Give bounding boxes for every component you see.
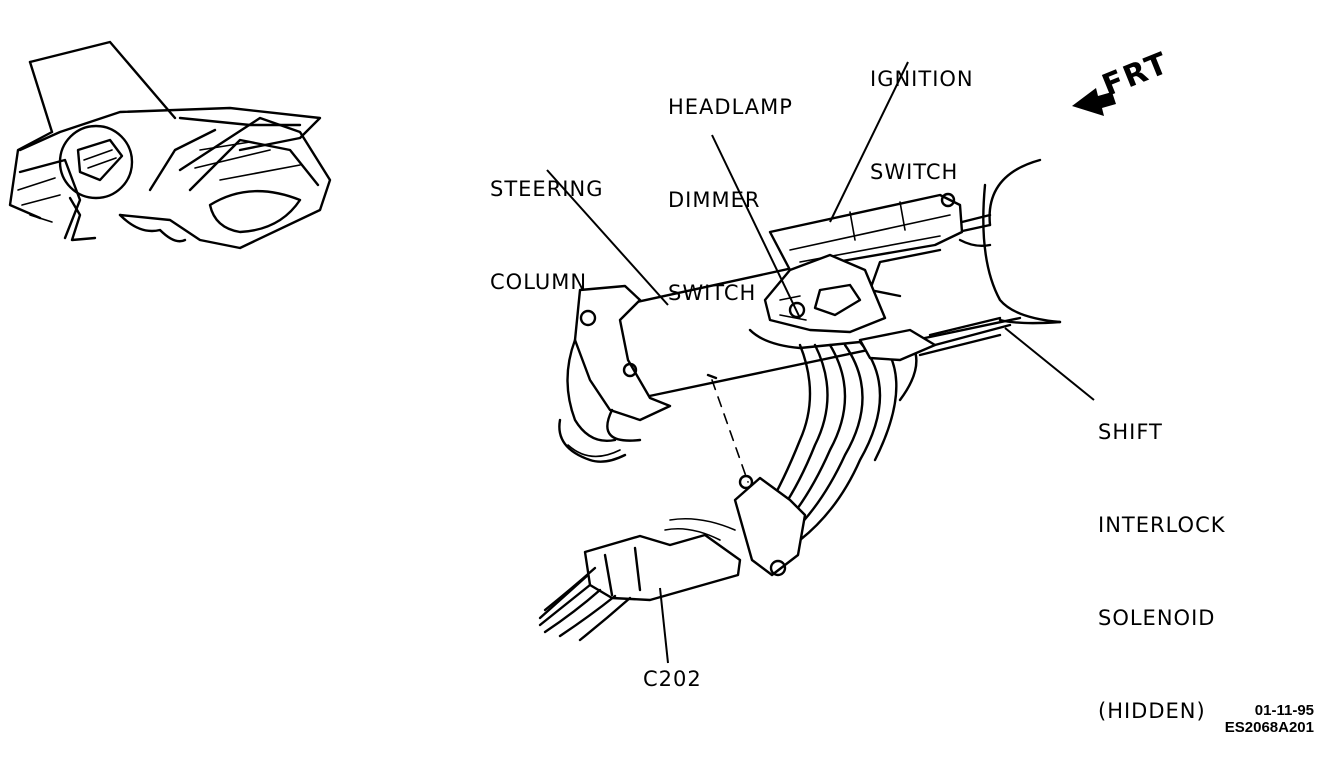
headlamp-dimmer-switch-body bbox=[748, 253, 887, 350]
footer-code: ES2068A201 bbox=[1224, 719, 1314, 736]
leader-c202 bbox=[659, 587, 669, 664]
wiring-harness bbox=[706, 316, 1012, 577]
leader-steering-column bbox=[546, 169, 669, 306]
shift-interlock-solenoid-label: SHIFT INTERLOCK SOLENOID (HIDDEN) bbox=[1098, 355, 1226, 758]
front-direction-arrow-icon bbox=[1072, 88, 1116, 116]
label-line: SHIFT bbox=[1098, 420, 1163, 444]
label-line: (HIDDEN) bbox=[1098, 699, 1206, 723]
vehicle-locator-icon bbox=[8, 40, 332, 250]
label-line: STEERING bbox=[490, 177, 604, 201]
ignition-switch-label: IGNITION SWITCH bbox=[870, 2, 974, 219]
label-line: SWITCH bbox=[870, 160, 959, 184]
leader-ignition-switch bbox=[829, 61, 909, 223]
footer-date: 01-11-95 bbox=[1254, 702, 1314, 719]
headlamp-dimmer-switch-label: HEADLAMP DIMMER SWITCH bbox=[668, 30, 793, 340]
label-line: COLUMN bbox=[490, 270, 588, 294]
label-line: INTERLOCK bbox=[1098, 513, 1226, 537]
c202-connector bbox=[538, 517, 742, 642]
label-line: SWITCH bbox=[668, 281, 757, 305]
c202-label: C202 bbox=[643, 667, 702, 691]
leader-headlamp-dimmer bbox=[711, 134, 801, 319]
label-line: DIMMER bbox=[668, 188, 761, 212]
label-line: SOLENOID bbox=[1098, 606, 1216, 630]
steering-column-label: STEERING COLUMN bbox=[490, 112, 603, 329]
label-line: HEADLAMP bbox=[668, 95, 793, 119]
leader-shift-interlock bbox=[1004, 327, 1095, 401]
label-line: IGNITION bbox=[870, 67, 974, 91]
